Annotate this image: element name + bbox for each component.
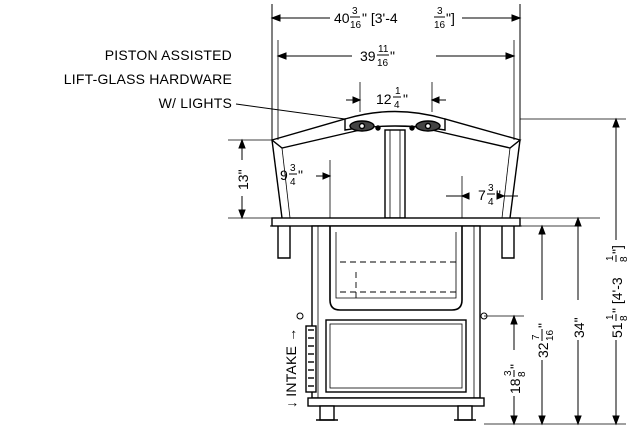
left-ledge: [277, 226, 291, 259]
svg-text:3: 3: [290, 163, 296, 174]
intake-label: ↓ INTAKE →: [283, 328, 299, 408]
svg-text:1: 1: [605, 255, 616, 261]
callout-line-3: W/ LIGHTS: [159, 95, 232, 111]
svg-text:4: 4: [394, 100, 400, 111]
svg-text:32: 32: [535, 342, 551, 358]
svg-text:": ": [403, 91, 408, 107]
svg-text:40: 40: [334, 10, 350, 26]
base-rail: [307, 397, 485, 407]
svg-text:16: 16: [545, 329, 556, 341]
lower-compartment: [325, 319, 467, 393]
svg-text:39: 39: [360, 48, 376, 64]
counter-height-label: 32 7 16 ": [531, 323, 556, 358]
svg-text:3: 3: [488, 183, 494, 194]
right-depth-label: 7 3 4 ": [478, 183, 501, 208]
svg-text:8: 8: [517, 371, 528, 377]
svg-text:": ": [390, 48, 395, 64]
svg-text:16: 16: [350, 20, 362, 31]
svg-text:16: 16: [377, 58, 389, 69]
svg-text:12: 12: [376, 91, 392, 107]
pan-divider: [340, 261, 456, 298]
intake-louver: [305, 325, 317, 393]
right-ledge: [501, 226, 515, 259]
svg-text:1: 1: [395, 86, 401, 97]
svg-text:": ": [298, 167, 303, 183]
callout-leader: [235, 103, 346, 120]
center-post: [384, 129, 406, 219]
overall-height-label: 51 1 8 " [4'-3 1 8 "]: [605, 245, 629, 338]
top-height-label: 34": [571, 317, 587, 338]
svg-text:"]: "]: [609, 245, 625, 254]
svg-text:": ": [535, 323, 551, 328]
svg-text:18: 18: [507, 378, 523, 394]
callout-line-2: LIFT-GLASS HARDWARE: [64, 71, 232, 87]
svg-text:7: 7: [478, 187, 486, 203]
callout-line-1: PISTON ASSISTED: [105, 47, 232, 63]
svg-text:7: 7: [531, 334, 542, 340]
right-leg: [457, 405, 473, 421]
hardware-width-label: 12 1 4 ": [376, 86, 408, 111]
svg-text:4: 4: [290, 177, 296, 188]
svg-text:1: 1: [605, 314, 616, 320]
svg-text:3: 3: [437, 6, 443, 17]
right-glass-side: [509, 139, 521, 219]
svg-text:11: 11: [378, 44, 389, 55]
svg-text:16: 16: [434, 20, 446, 31]
case-outline: [270, 110, 522, 421]
svg-text:8: 8: [619, 256, 629, 262]
svg-text:"]: "]: [446, 10, 455, 26]
svg-text:": ": [507, 364, 523, 369]
svg-text:" [4'-3: " [4'-3: [609, 277, 625, 313]
intake-height-label: 18 3 8 ": [503, 364, 528, 394]
svg-text:9: 9: [280, 167, 288, 183]
svg-text:51: 51: [609, 322, 625, 338]
svg-text:3: 3: [352, 6, 358, 17]
counter-top: [271, 217, 521, 227]
left-glass-side: [271, 139, 283, 219]
hardware-callout: PISTON ASSISTED LIFT-GLASS HARDWARE W/ L…: [64, 47, 346, 120]
glass-height-label: 13": [235, 169, 251, 190]
left-depth-label: 9 3 4 ": [280, 163, 303, 188]
food-well: [329, 226, 463, 311]
inner-width-label: 39 11 16 ": [352, 44, 436, 70]
svg-text:": ": [496, 187, 501, 203]
svg-text:8: 8: [619, 315, 629, 321]
svg-text:3: 3: [503, 370, 514, 376]
svg-text:" [3'-4: " [3'-4: [362, 10, 398, 26]
overall-width-label: 40 3 16 " [3'-4 3 16 "]: [330, 6, 462, 31]
svg-text:4: 4: [488, 197, 494, 208]
left-leg: [319, 405, 335, 421]
